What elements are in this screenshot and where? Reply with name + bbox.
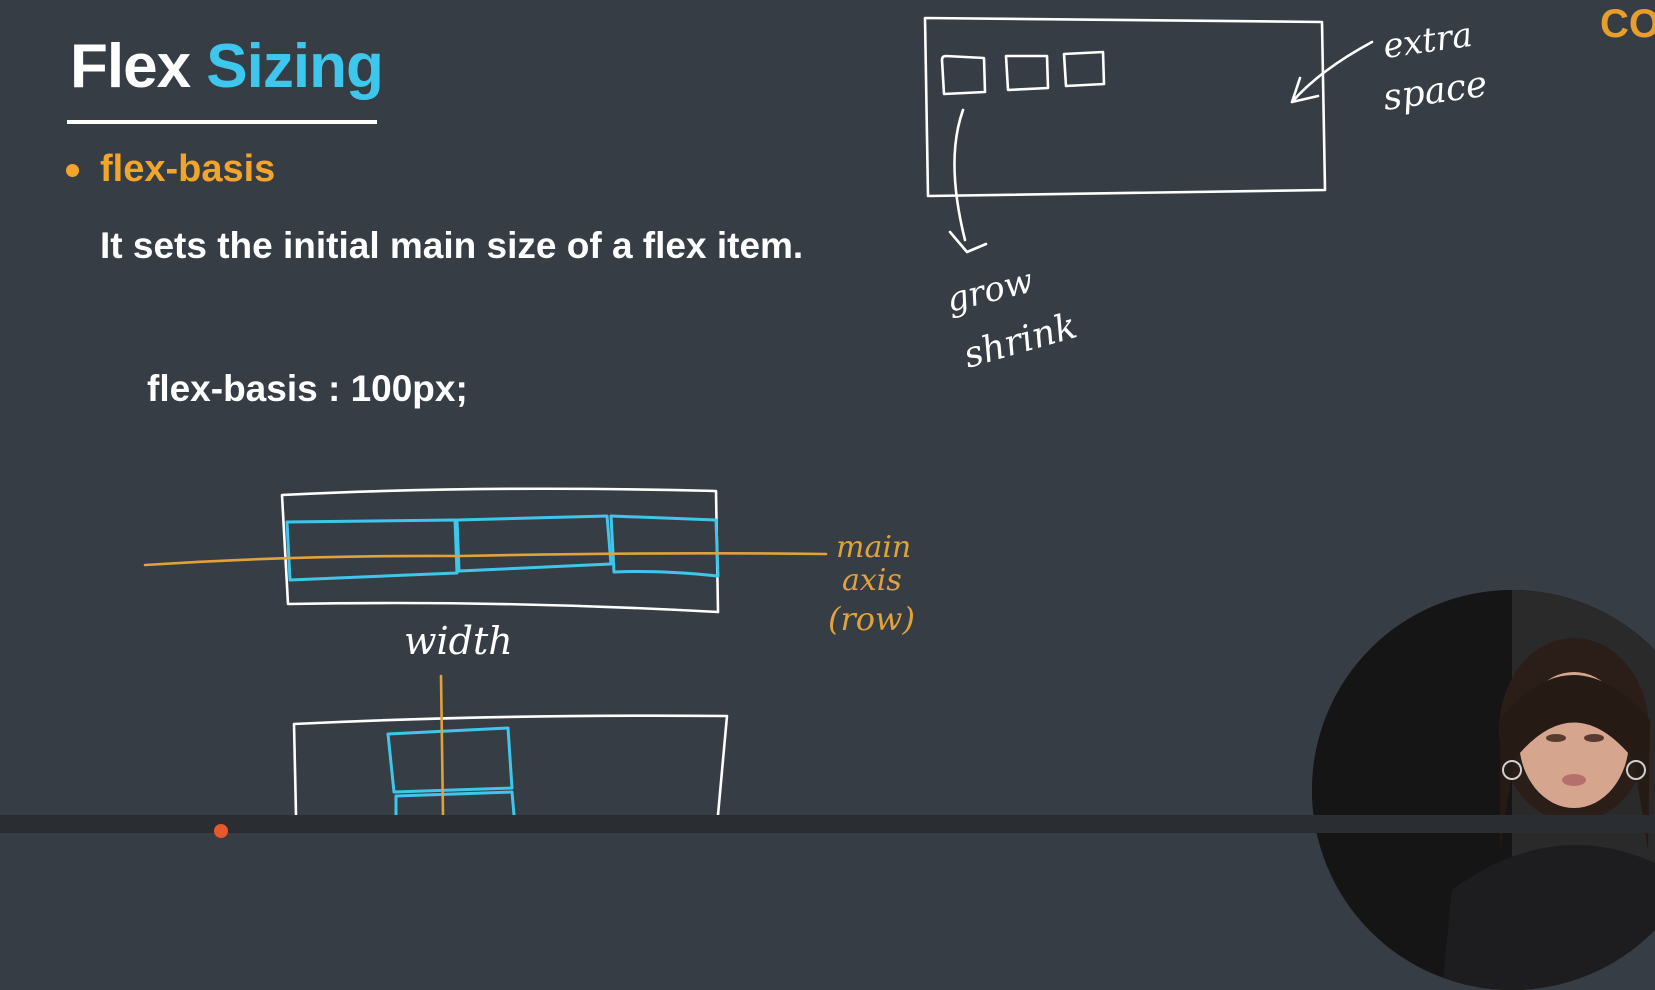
bullet-flex-basis: flex-basis [100, 148, 276, 190]
slide-description: It sets the initial main size of a flex … [100, 225, 804, 266]
small-box-3 [1062, 50, 1106, 88]
video-progress-bar[interactable] [0, 815, 1655, 833]
title-word-sizing: Sizing [206, 32, 384, 101]
pen-annotations: extra space grow shrink width main axis … [143, 15, 1490, 817]
row-axis-sketch [143, 487, 828, 614]
lower-item-1 [386, 726, 514, 794]
extra-space-word1: extra [1381, 15, 1475, 67]
progress-handle[interactable] [214, 824, 228, 838]
grow-shrink-arrow [948, 108, 988, 254]
orange-handwriting: main axis (row) [828, 530, 915, 638]
code-example: flex-basis : 100px; [147, 368, 468, 409]
small-box-1 [940, 54, 987, 96]
main-axis-word2: axis [842, 563, 902, 598]
width-word: width [404, 619, 513, 663]
slide-title: Flex Sizing [70, 36, 384, 98]
brand-logo: CO [1600, 2, 1655, 46]
top-container-sketch [923, 16, 1374, 254]
item-3 [609, 514, 720, 578]
bullet-dot-icon [66, 164, 79, 177]
main-axis-word3: (row) [828, 600, 915, 638]
extra-space-word2: space [1381, 64, 1490, 119]
lower-item-2 [394, 790, 516, 817]
main-axis-word1: main [836, 530, 911, 565]
lower-container [292, 714, 729, 817]
item-2 [455, 514, 613, 573]
white-handwriting: extra space grow shrink width [404, 15, 1490, 663]
title-underline [67, 120, 377, 124]
column-axis-sketch [292, 674, 729, 817]
item-1 [285, 518, 459, 582]
shrink-word: shrink [959, 305, 1081, 376]
main-axis-line [143, 552, 828, 567]
title-word-flex: Flex [70, 32, 191, 101]
extra-space-arrow [1290, 40, 1374, 104]
grow-word: grow [943, 261, 1038, 321]
outer-container [280, 487, 720, 614]
small-box-2 [1004, 54, 1050, 92]
vertical-axis-line [439, 674, 445, 817]
